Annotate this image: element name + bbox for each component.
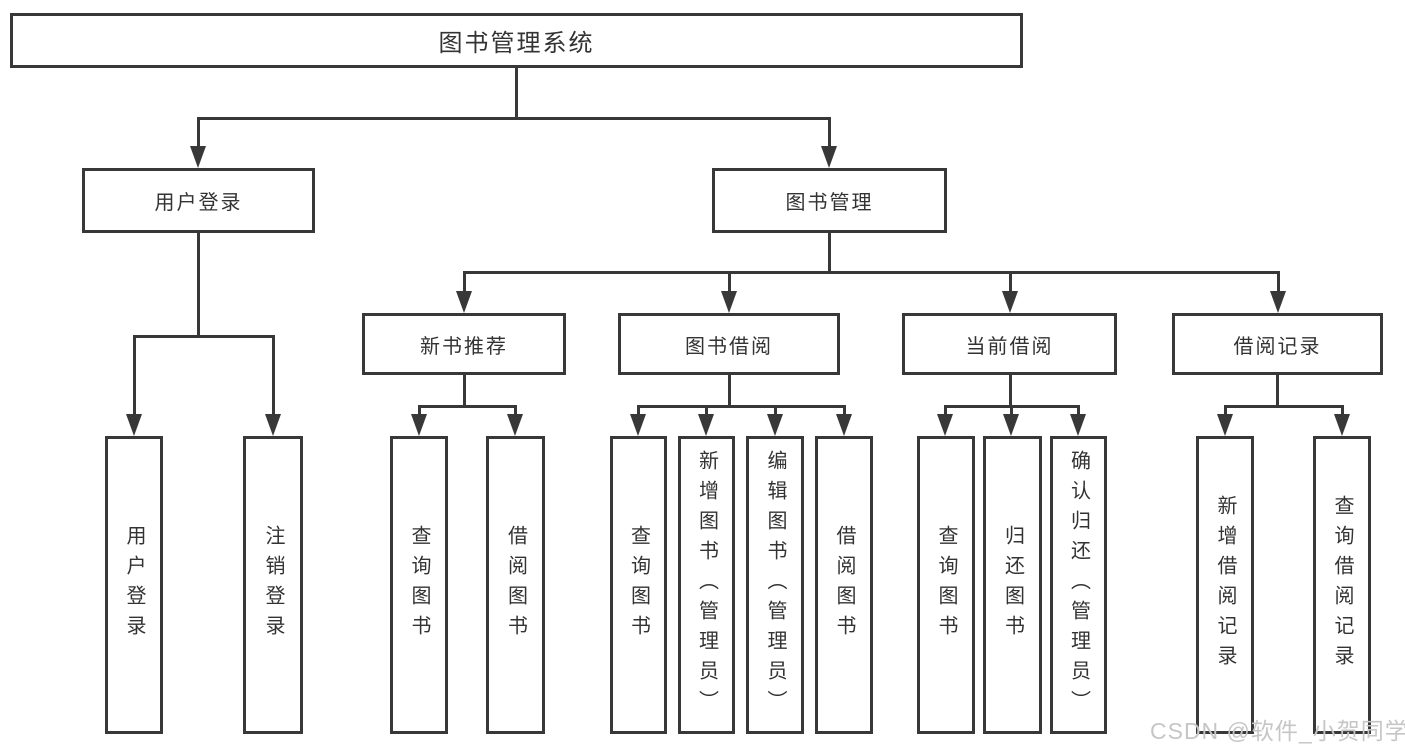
arrow-down-icon bbox=[937, 414, 953, 436]
leaf-borrow-add-book-admin: 新增图书（管理员） bbox=[678, 436, 735, 734]
connector-line-horizontal bbox=[462, 270, 1280, 274]
connector-line-horizontal bbox=[196, 116, 831, 120]
connector-line-vertical bbox=[1275, 375, 1279, 406]
arrow-down-icon bbox=[1270, 291, 1286, 313]
connector-line-vertical bbox=[1076, 406, 1080, 418]
leaf-record-query: 查询借阅记录 bbox=[1313, 436, 1371, 734]
leaf-borrow-edit-book-admin-label: 编辑图书（管理员） bbox=[764, 450, 786, 720]
leaf-user-login: 用户登录 bbox=[105, 436, 163, 734]
leaf-recommend-borrow-book: 借阅图书 bbox=[486, 436, 545, 734]
connector-line-vertical bbox=[417, 406, 421, 418]
leaf-borrow-edit-book-admin: 编辑图书（管理员） bbox=[746, 436, 804, 734]
node-user-login-label: 用户登录 bbox=[154, 192, 243, 214]
leaf-borrow-borrow-book-label: 借阅图书 bbox=[833, 525, 855, 645]
node-library-management-system-label: 图书管理系统 bbox=[438, 30, 595, 57]
node-book-borrow-label: 图书借阅 bbox=[685, 335, 773, 358]
arrow-down-icon bbox=[507, 414, 523, 436]
leaf-borrow-query-book: 查询图书 bbox=[610, 436, 667, 734]
node-current-borrow-label: 当前借阅 bbox=[965, 335, 1054, 358]
connector-line-vertical bbox=[773, 406, 777, 418]
arrow-down-icon bbox=[456, 291, 472, 313]
connector-line-vertical bbox=[1340, 406, 1344, 418]
leaf-current-query-book-label: 查询图书 bbox=[935, 525, 957, 645]
connector-line-vertical bbox=[1008, 272, 1012, 295]
csdn-watermark: CSDN @软件_小贺同学 bbox=[1150, 718, 1405, 744]
leaf-logout-label: 注销登录 bbox=[262, 525, 284, 645]
arrow-down-icon bbox=[836, 414, 852, 436]
node-new-book-recommend-label: 新书推荐 bbox=[420, 335, 508, 358]
arrow-down-icon bbox=[411, 414, 427, 436]
leaf-recommend-query-book-label: 查询图书 bbox=[408, 525, 430, 645]
arrow-down-icon bbox=[1003, 414, 1019, 436]
node-book-management: 图书管理 bbox=[712, 168, 947, 233]
connector-line-vertical bbox=[943, 406, 947, 418]
arrow-down-icon bbox=[821, 146, 837, 168]
leaf-borrow-borrow-book: 借阅图书 bbox=[815, 436, 873, 734]
arrow-down-icon bbox=[265, 414, 281, 436]
node-new-book-recommend: 新书推荐 bbox=[362, 313, 566, 375]
leaf-record-add: 新增借阅记录 bbox=[1196, 436, 1254, 734]
connector-line-horizontal bbox=[417, 404, 517, 408]
connector-line-vertical bbox=[827, 233, 831, 272]
node-current-borrow: 当前借阅 bbox=[902, 313, 1117, 375]
arrow-down-icon bbox=[1334, 414, 1350, 436]
connector-line-horizontal bbox=[943, 404, 1080, 408]
connector-line-vertical bbox=[1276, 272, 1280, 295]
leaf-logout: 注销登录 bbox=[243, 436, 303, 734]
connector-line-vertical bbox=[196, 118, 200, 150]
node-book-borrow: 图书借阅 bbox=[618, 313, 840, 375]
connector-line-vertical bbox=[196, 233, 200, 336]
connector-line-vertical bbox=[827, 118, 831, 150]
leaf-recommend-query-book: 查询图书 bbox=[390, 436, 448, 734]
connector-line-vertical bbox=[1008, 375, 1012, 406]
node-user-login: 用户登录 bbox=[82, 168, 315, 233]
connector-line-horizontal bbox=[1223, 404, 1344, 408]
leaf-current-confirm-return-admin: 确认归还（管理员） bbox=[1050, 436, 1107, 734]
arrow-down-icon bbox=[698, 414, 714, 436]
leaf-current-query-book: 查询图书 bbox=[917, 436, 975, 734]
leaf-user-login-label: 用户登录 bbox=[123, 525, 145, 645]
leaf-record-add-label: 新增借阅记录 bbox=[1214, 495, 1236, 675]
connector-line-vertical bbox=[132, 336, 136, 418]
node-library-management-system: 图书管理系统 bbox=[10, 13, 1023, 68]
connector-line-vertical bbox=[704, 406, 708, 418]
leaf-record-query-label: 查询借阅记录 bbox=[1331, 495, 1353, 675]
connector-line-vertical bbox=[1223, 406, 1227, 418]
connector-line-vertical bbox=[513, 406, 517, 418]
connector-line-horizontal bbox=[636, 404, 846, 408]
connector-line-horizontal bbox=[132, 334, 275, 338]
node-borrow-record: 借阅记录 bbox=[1172, 313, 1383, 375]
connector-line-vertical bbox=[462, 375, 466, 406]
connector-line-vertical bbox=[636, 406, 640, 418]
arrow-down-icon bbox=[1217, 414, 1233, 436]
leaf-current-return-book-label: 归还图书 bbox=[1001, 525, 1024, 645]
leaf-current-return-book: 归还图书 bbox=[983, 436, 1042, 734]
connector-line-vertical bbox=[462, 272, 466, 295]
arrow-down-icon bbox=[1002, 291, 1018, 313]
connector-line-vertical bbox=[842, 406, 846, 418]
connector-line-vertical bbox=[1009, 406, 1013, 418]
arrow-down-icon bbox=[721, 291, 737, 313]
arrow-down-icon bbox=[767, 414, 783, 436]
arrow-down-icon bbox=[126, 414, 142, 436]
node-book-management-label: 图书管理 bbox=[785, 192, 874, 214]
arrow-down-icon bbox=[1070, 414, 1086, 436]
leaf-current-confirm-return-admin-label: 确认归还（管理员） bbox=[1067, 450, 1090, 720]
node-borrow-record-label: 借阅记录 bbox=[1233, 335, 1322, 358]
arrow-down-icon bbox=[190, 146, 206, 168]
connector-line-vertical bbox=[271, 336, 275, 418]
connector-line-vertical bbox=[514, 68, 518, 118]
leaf-borrow-add-book-admin-label: 新增图书（管理员） bbox=[695, 450, 718, 720]
connector-line-vertical bbox=[727, 375, 731, 406]
arrow-down-icon bbox=[630, 414, 646, 436]
connector-line-vertical bbox=[727, 272, 731, 295]
leaf-borrow-query-book-label: 查询图书 bbox=[627, 525, 650, 645]
leaf-recommend-borrow-book-label: 借阅图书 bbox=[504, 525, 527, 645]
